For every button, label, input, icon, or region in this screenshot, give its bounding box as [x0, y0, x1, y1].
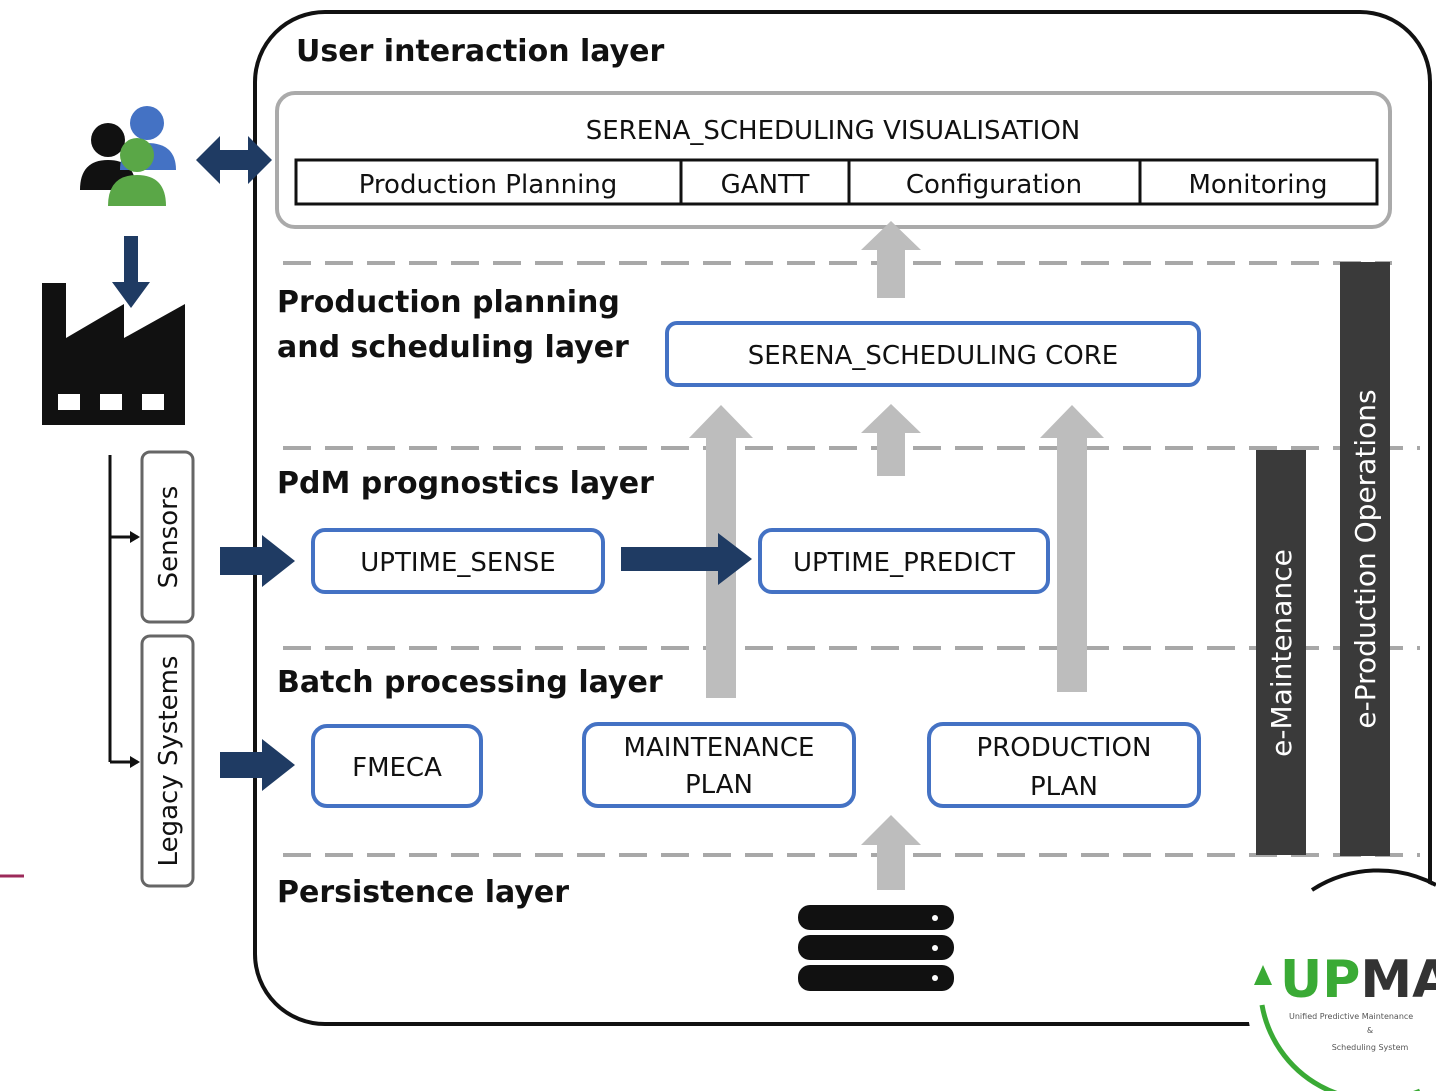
sensors-label: Sensors	[154, 486, 184, 589]
layer-separators	[283, 261, 1420, 857]
legacy-systems-box	[140, 634, 195, 888]
right-arrow	[220, 535, 295, 587]
fmeca-module[interactable]	[311, 724, 483, 808]
e-maintenance-bar	[1256, 450, 1306, 855]
fmeca-label: FMECA	[352, 753, 442, 783]
logo-name: UPMASS	[1280, 950, 1436, 1010]
uptime-sense-module[interactable]	[311, 528, 605, 594]
planning-layer-title-line2: and scheduling layer	[277, 330, 629, 365]
visualisation-tabs: Production Planning GANTT Configuration …	[294, 158, 1379, 206]
down-arrow	[112, 236, 150, 308]
e-maintenance-label: e-Maintenance	[1265, 549, 1298, 757]
scheduling-core-module[interactable]	[665, 321, 1201, 387]
logo-ring-top	[1310, 868, 1436, 892]
production-plan-module[interactable]	[927, 722, 1201, 808]
legacy-systems-label: Legacy Systems	[154, 656, 184, 867]
production-plan-label-line2: PLAN	[1030, 772, 1098, 802]
up-arrow	[861, 221, 921, 298]
up-arrow	[861, 815, 921, 890]
data-source-connector	[108, 455, 140, 768]
logo-name-part: MASS	[1360, 950, 1436, 1010]
tab-monitoring[interactable]: Monitoring	[1188, 170, 1327, 200]
up-arrow	[1040, 405, 1104, 692]
up-arrow	[861, 404, 921, 476]
production-plan-label-line1: PRODUCTION	[977, 733, 1152, 763]
main-container	[253, 10, 1432, 1026]
logo-arrow-icon	[1254, 965, 1272, 985]
tab-gantt[interactable]: GANTT	[721, 170, 810, 200]
database-icon	[798, 905, 954, 991]
logo-subtitle-line3: Scheduling System	[1332, 1043, 1409, 1052]
batch-layer-title: Batch processing layer	[277, 665, 663, 700]
upmass-logo: UPMASS Unified Predictive Maintenance & …	[1247, 868, 1436, 1091]
pdm-layer-title: PdM prognostics layer	[277, 466, 654, 501]
logo-name-part: UP	[1280, 950, 1360, 1010]
bidirectional-arrow	[196, 136, 272, 184]
maintenance-plan-label-line2: PLAN	[685, 770, 753, 800]
logo-subtitle-line2: &	[1367, 1026, 1373, 1035]
planning-layer-title-line1: Production planning	[277, 285, 620, 320]
users-icon	[80, 106, 176, 206]
maintenance-plan-module[interactable]	[582, 722, 856, 808]
right-arrow	[621, 533, 752, 585]
uptime-predict-label: UPTIME_PREDICT	[793, 548, 1015, 578]
factory-icon	[42, 283, 185, 425]
e-production-label: e-Production Operations	[1349, 389, 1382, 728]
uptime-predict-module[interactable]	[758, 528, 1050, 594]
persistence-layer-title: Persistence layer	[277, 875, 569, 910]
uptime-sense-label: UPTIME_SENSE	[360, 548, 555, 578]
user-interaction-layer-title: User interaction layer	[296, 34, 664, 69]
input-arrows	[112, 136, 752, 791]
logo-ring-bottom	[1259, 1004, 1420, 1091]
e-production-bar	[1340, 262, 1390, 856]
logo-subtitle-line1: Unified Predictive Maintenance	[1289, 1012, 1413, 1021]
visualisation-title: SERENA_SCHEDULING VISUALISATION	[586, 116, 1081, 146]
maintenance-plan-label-line1: MAINTENANCE	[624, 733, 815, 763]
scheduling-core-label: SERENA_SCHEDULING CORE	[748, 341, 1118, 371]
tabs-frame	[294, 158, 1379, 206]
sensors-box	[140, 450, 195, 624]
tab-production-planning[interactable]: Production Planning	[359, 170, 618, 200]
tab-configuration[interactable]: Configuration	[906, 170, 1082, 200]
right-arrow	[220, 739, 295, 791]
